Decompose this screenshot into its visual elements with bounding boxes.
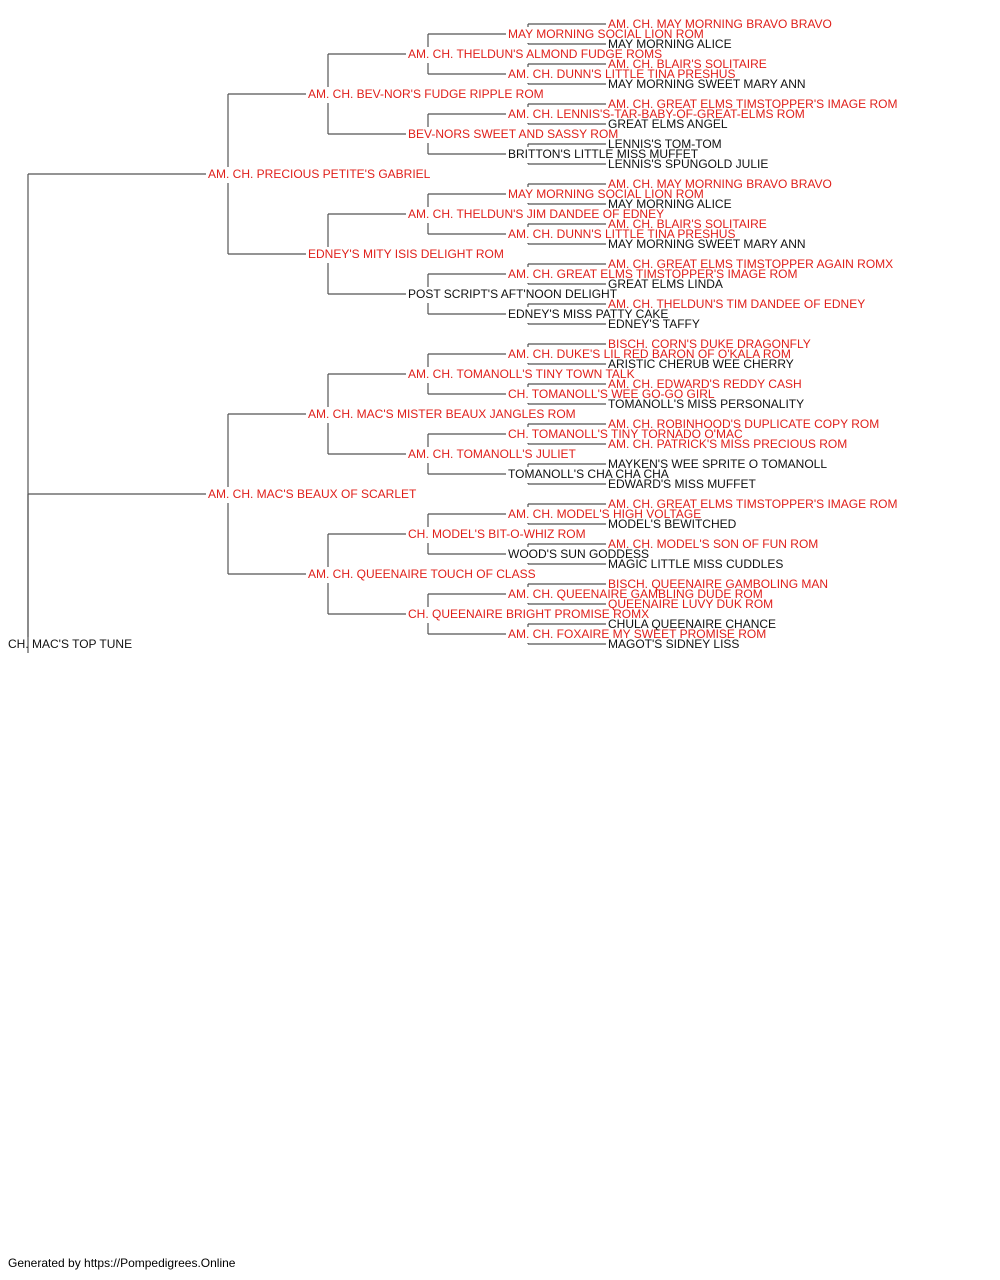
dog-name-gen3[interactable]: AM. CH. THELDUN'S JIM DANDEE OF EDNEY (408, 207, 664, 221)
dog-name-gen4[interactable]: AM. CH. GREAT ELMS TIMSTOPPER'S IMAGE RO… (508, 267, 797, 281)
dog-name-gen5[interactable]: AM. CH. GREAT ELMS TIMSTOPPER AGAIN ROMX (608, 257, 893, 271)
dog-name-gen4[interactable]: MAY MORNING SOCIAL LION ROM (508, 187, 704, 201)
dog-name-gen4[interactable]: AM. CH. FOXAIRE MY SWEET PROMISE ROM (508, 627, 766, 641)
dog-name-gen5[interactable]: AM. CH. GREAT ELMS TIMSTOPPER'S IMAGE RO… (608, 97, 897, 111)
dog-name-gen5[interactable]: MAY MORNING SWEET MARY ANN (608, 77, 806, 91)
dog-name-gen3[interactable]: AM. CH. TOMANOLL'S TINY TOWN TALK (408, 367, 635, 381)
dog-name-gen1[interactable]: AM. CH. PRECIOUS PETITE'S GABRIEL (208, 167, 431, 181)
dog-name-gen4[interactable]: TOMANOLL'S CHA CHA CHA (508, 467, 669, 481)
dog-name-gen5[interactable]: BISCH. QUEENAIRE GAMBOLING MAN (608, 577, 828, 591)
dog-name-gen5[interactable]: ARISTIC CHERUB WEE CHERRY (608, 357, 794, 371)
dog-name-gen3[interactable]: AM. CH. TOMANOLL'S JULIET (408, 447, 577, 461)
dog-name-gen5[interactable]: MAGOT'S SIDNEY LISS (608, 637, 739, 651)
dog-name-gen5[interactable]: AM. CH. MAY MORNING BRAVO BRAVO (608, 17, 832, 31)
dog-name-gen5[interactable]: AM. CH. MAY MORNING BRAVO BRAVO (608, 177, 832, 191)
dog-name-gen2[interactable]: AM. CH. QUEENAIRE TOUCH OF CLASS (308, 567, 536, 581)
footer-credit: Generated by https://Pompedigrees.Online (8, 1256, 236, 1270)
dog-name-gen0[interactable]: CH. MAC'S TOP TUNE (8, 637, 132, 651)
dog-name-gen3[interactable]: CH. MODEL'S BIT-O-WHIZ ROM (408, 527, 586, 541)
dog-name-gen2[interactable]: EDNEY'S MITY ISIS DELIGHT ROM (308, 247, 504, 261)
dog-name-gen4[interactable]: CH. TOMANOLL'S TINY TORNADO O'MAC (508, 427, 743, 441)
dog-name-gen5[interactable]: GREAT ELMS ANGEL (608, 117, 728, 131)
dog-name-gen5[interactable]: MAY MORNING SWEET MARY ANN (608, 237, 806, 251)
dog-name-gen5[interactable]: MODEL'S BEWITCHED (608, 517, 737, 531)
dog-name-gen5[interactable]: AM. CH. THELDUN'S TIM DANDEE OF EDNEY (608, 297, 865, 311)
dog-name-gen5[interactable]: TOMANOLL'S MISS PERSONALITY (608, 397, 804, 411)
dog-name-gen5[interactable]: MAY MORNING ALICE (608, 197, 732, 211)
dog-name-gen5[interactable]: LENNIS'S SPUNGOLD JULIE (608, 157, 768, 171)
dog-name-gen5[interactable]: AM. CH. BLAIR'S SOLITAIRE (608, 217, 767, 231)
dog-name-gen5[interactable]: QUEENAIRE LUVY DUK ROM (608, 597, 773, 611)
dog-name-gen5[interactable]: MAY MORNING ALICE (608, 37, 732, 51)
dog-name-gen2[interactable]: AM. CH. BEV-NOR'S FUDGE RIPPLE ROM (308, 87, 544, 101)
dog-name-gen3[interactable]: BEV-NORS SWEET AND SASSY ROM (408, 127, 618, 141)
dog-name-gen5[interactable]: AM. CH. BLAIR'S SOLITAIRE (608, 57, 767, 71)
pedigree-tree: CH. MAC'S TOP TUNE AM. CH. PRECIOUS PETIT… (8, 17, 897, 653)
dog-name-gen4[interactable]: AM. CH. MODEL'S HIGH VOLTAGE (508, 507, 701, 521)
dog-name-gen4[interactable]: CH. TOMANOLL'S WEE GO-GO GIRL (508, 387, 715, 401)
dog-name-gen5[interactable]: EDWARD'S MISS MUFFET (608, 477, 757, 491)
dog-name-gen5[interactable]: AM. CH. PATRICK'S MISS PRECIOUS ROM (608, 437, 847, 451)
dog-name-gen5[interactable]: GREAT ELMS LINDA (608, 277, 723, 291)
dog-name-gen5[interactable]: AM. CH. EDWARD'S REDDY CASH (608, 377, 802, 391)
dog-name-gen1[interactable]: AM. CH. MAC'S BEAUX OF SCARLET (208, 487, 417, 501)
dog-name-gen4[interactable]: AM. CH. DUKE'S LIL RED BARON OF O'KALA R… (508, 347, 791, 361)
dog-name-gen4[interactable]: AM. CH. DUNN'S LITTLE TINA PRESHUS (508, 67, 735, 81)
dog-name-gen5[interactable]: MAYKEN'S WEE SPRITE O TOMANOLL (608, 457, 827, 471)
dog-name-gen5[interactable]: AM. CH. MODEL'S SON OF FUN ROM (608, 537, 818, 551)
dog-name-gen3[interactable]: POST SCRIPT'S AFT'NOON DELIGHT (408, 287, 618, 301)
dog-name-gen5[interactable]: MAGIC LITTLE MISS CUDDLES (608, 557, 783, 571)
dog-name-gen5[interactable]: BISCH. CORN'S DUKE DRAGONFLY (608, 337, 811, 351)
dog-name-gen4[interactable]: AM. CH. QUEENAIRE GAMBLING DUDE ROM (508, 587, 763, 601)
dog-name-gen4[interactable]: AM. CH. DUNN'S LITTLE TINA PRESHUS (508, 227, 735, 241)
dog-name-gen3[interactable]: AM. CH. THELDUN'S ALMOND FUDGE ROMS (408, 47, 662, 61)
dog-name-gen4[interactable]: BRITTON'S LITTLE MISS MUFFET (508, 147, 699, 161)
dog-name-gen5[interactable]: LENNIS'S TOM-TOM (608, 137, 722, 151)
dog-name-gen5[interactable]: AM. CH. ROBINHOOD'S DUPLICATE COPY ROM (608, 417, 879, 431)
dog-name-gen5[interactable]: AM. CH. GREAT ELMS TIMSTOPPER'S IMAGE RO… (608, 497, 897, 511)
dog-name-gen5[interactable]: EDNEY'S TAFFY (608, 317, 700, 331)
dog-name-gen4[interactable]: EDNEY'S MISS PATTY CAKE (508, 307, 668, 321)
dog-name-gen5[interactable]: CHULA QUEENAIRE CHANCE (608, 617, 776, 631)
dog-name-gen2[interactable]: AM. CH. MAC'S MISTER BEAUX JANGLES ROM (308, 407, 576, 421)
dog-name-gen4[interactable]: MAY MORNING SOCIAL LION ROM (508, 27, 704, 41)
dog-name-gen3[interactable]: CH. QUEENAIRE BRIGHT PROMISE ROMX (408, 607, 649, 621)
dog-name-gen4[interactable]: WOOD'S SUN GODDESS (508, 547, 649, 561)
dog-name-gen4[interactable]: AM. CH. LENNIS'S-TAR-BABY-OF-GREAT-ELMS … (508, 107, 805, 121)
